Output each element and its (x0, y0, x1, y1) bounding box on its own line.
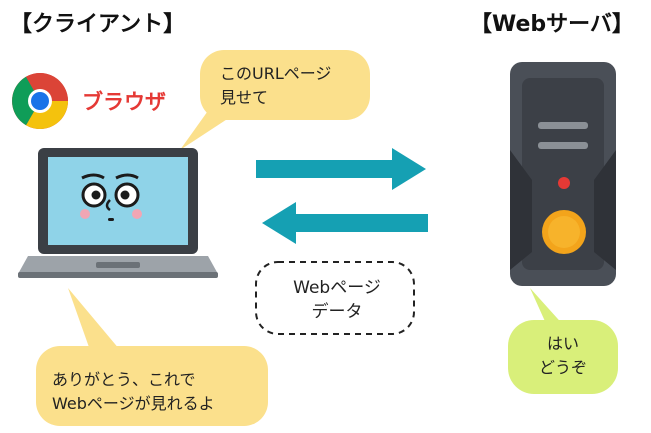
server-reply-bubble (508, 288, 618, 394)
arrow-right-icon (256, 148, 426, 190)
client-reply-bubble (36, 288, 268, 426)
data-label-box (255, 261, 415, 335)
client-title: 【クライアント】 (10, 12, 186, 37)
server-reply-text: はい どうぞ (527, 332, 599, 380)
server-title: 【Webサーバ】 (470, 12, 634, 37)
request-line-1: このURLページ (220, 64, 332, 83)
client-reply-line-1: ありがとう、これで (52, 370, 196, 389)
data-label-text: Webページ データ (262, 276, 412, 324)
chrome-icon (12, 73, 68, 129)
data-label-line-2: データ (311, 302, 363, 322)
data-label-line-1: Webページ (293, 278, 381, 298)
request-bubble (180, 50, 370, 150)
server-icon (510, 62, 616, 286)
laptop-icon (18, 148, 218, 278)
server-reply-line-2: どうぞ (538, 358, 587, 377)
browser-label: ブラウザ (82, 90, 166, 114)
request-line-2: 見せて (220, 88, 269, 107)
request-bubble-text: このURLページ 見せて (220, 62, 331, 110)
arrow-left-icon (262, 202, 428, 244)
client-reply-line-2: Webページが見れるよ (52, 394, 215, 413)
face (80, 173, 142, 221)
server-reply-line-1: はい (546, 334, 579, 353)
client-reply-text: ありがとう、これで Webページが見れるよ (52, 368, 215, 416)
